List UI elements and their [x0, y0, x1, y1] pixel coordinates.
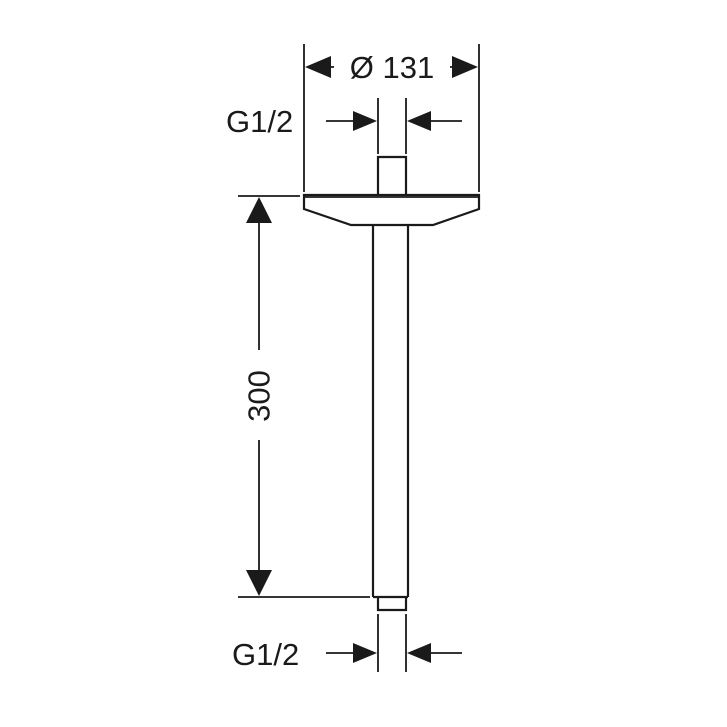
arm-length-label: 300: [242, 370, 277, 422]
top-thread-dimension: G1/2: [226, 98, 462, 154]
arrowhead-right: [407, 111, 431, 131]
bottom-thread-dimension: G1/2: [232, 614, 462, 672]
arrowhead-left: [305, 56, 331, 78]
arrowhead-top: [246, 197, 272, 223]
shower-arm-part: [302, 155, 481, 612]
flange-diameter-label: Ø 131: [350, 50, 434, 85]
flange-diameter-dimension: Ø 131: [303, 44, 480, 192]
bottom-thread-end: [376, 597, 408, 612]
top-thread-label: G1/2: [226, 104, 293, 139]
ceiling-flange: [302, 193, 481, 227]
arrowhead-bottom: [246, 570, 272, 596]
arrowhead-left: [353, 643, 377, 663]
top-thread-nipple: [376, 155, 408, 195]
arrowhead-left: [353, 111, 377, 131]
bottom-thread-label: G1/2: [232, 637, 299, 672]
arrowhead-right: [452, 56, 478, 78]
arrowhead-right: [407, 643, 431, 663]
arm-length-dimension: 300: [238, 195, 370, 598]
